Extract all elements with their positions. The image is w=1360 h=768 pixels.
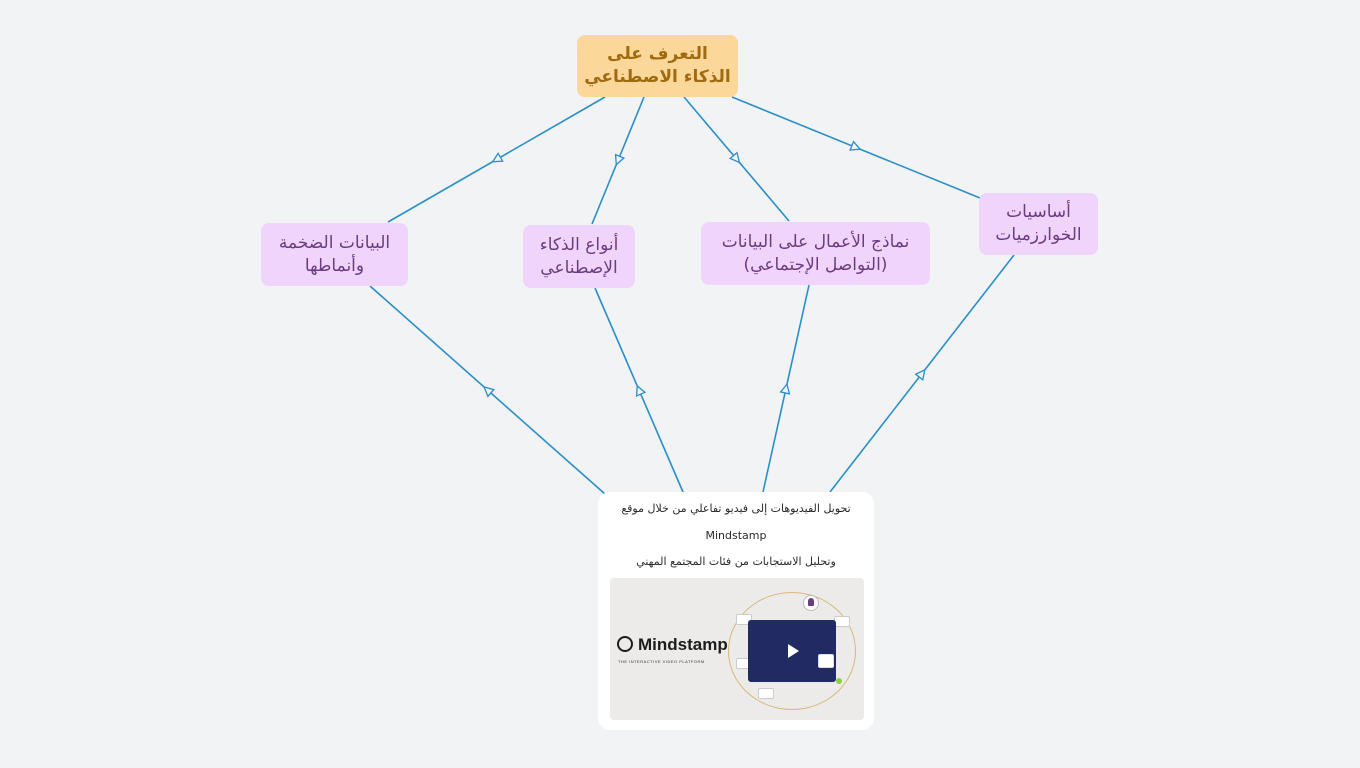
edge-root-algorithms-arrow-icon xyxy=(849,140,862,151)
media-card[interactable]: تحويل الفيديوهات إلى فيديو تفاعلي من خلا… xyxy=(598,492,874,730)
user-avatar-icon xyxy=(803,595,819,611)
video-player xyxy=(748,620,836,682)
branch-node-business-models[interactable]: نماذج الأعمال على البيانات (التواصل الإج… xyxy=(701,222,930,285)
root-node[interactable]: التعرف على الذكاء الاصطناعي xyxy=(577,35,738,97)
edge-root-ai-types-arrow-icon xyxy=(614,153,626,167)
card-text-line-2: Mindstamp xyxy=(705,529,767,542)
card-thumbnail[interactable]: Mindstamp THE INTERACTIVE VIDEO PLATFORM xyxy=(610,578,864,720)
tag-chip xyxy=(758,688,774,699)
card-text-line-1: تحويل الفيديوهات إلى فيديو تفاعلي من خلا… xyxy=(621,502,851,515)
play-icon xyxy=(788,644,799,658)
edge-card-ai-types-arrow-icon xyxy=(635,384,647,397)
tag-chip xyxy=(736,614,752,625)
tag-chip xyxy=(834,616,850,627)
edge-card-algorithms-arrow-icon xyxy=(914,368,926,381)
card-text-line-3: وتحليل الاستجابات من فئات المجتمع المهني xyxy=(636,555,836,568)
edge-card-big-data-arrow-icon xyxy=(483,386,496,398)
mindstamp-logo-icon xyxy=(617,636,633,652)
edge-root-business-models-arrow-icon xyxy=(728,151,741,164)
branch-node-ai-types[interactable]: أنواع الذكاء الإصطناعي xyxy=(523,225,635,288)
thumbnail-brand: Mindstamp xyxy=(638,635,728,654)
status-dot-icon xyxy=(836,678,842,684)
edge-card-business-models-arrow-icon xyxy=(779,382,791,395)
thumbnail-tagline: THE INTERACTIVE VIDEO PLATFORM xyxy=(618,659,705,664)
shirt-icon xyxy=(818,654,834,668)
branch-node-algorithms[interactable]: أساسيات الخوارزميات xyxy=(979,193,1098,255)
branch-node-big-data[interactable]: البيانات الضخمة وأنماطها xyxy=(261,223,408,286)
edge-root-big-data-arrow-icon xyxy=(491,152,504,163)
orbit-decoration xyxy=(728,592,856,710)
